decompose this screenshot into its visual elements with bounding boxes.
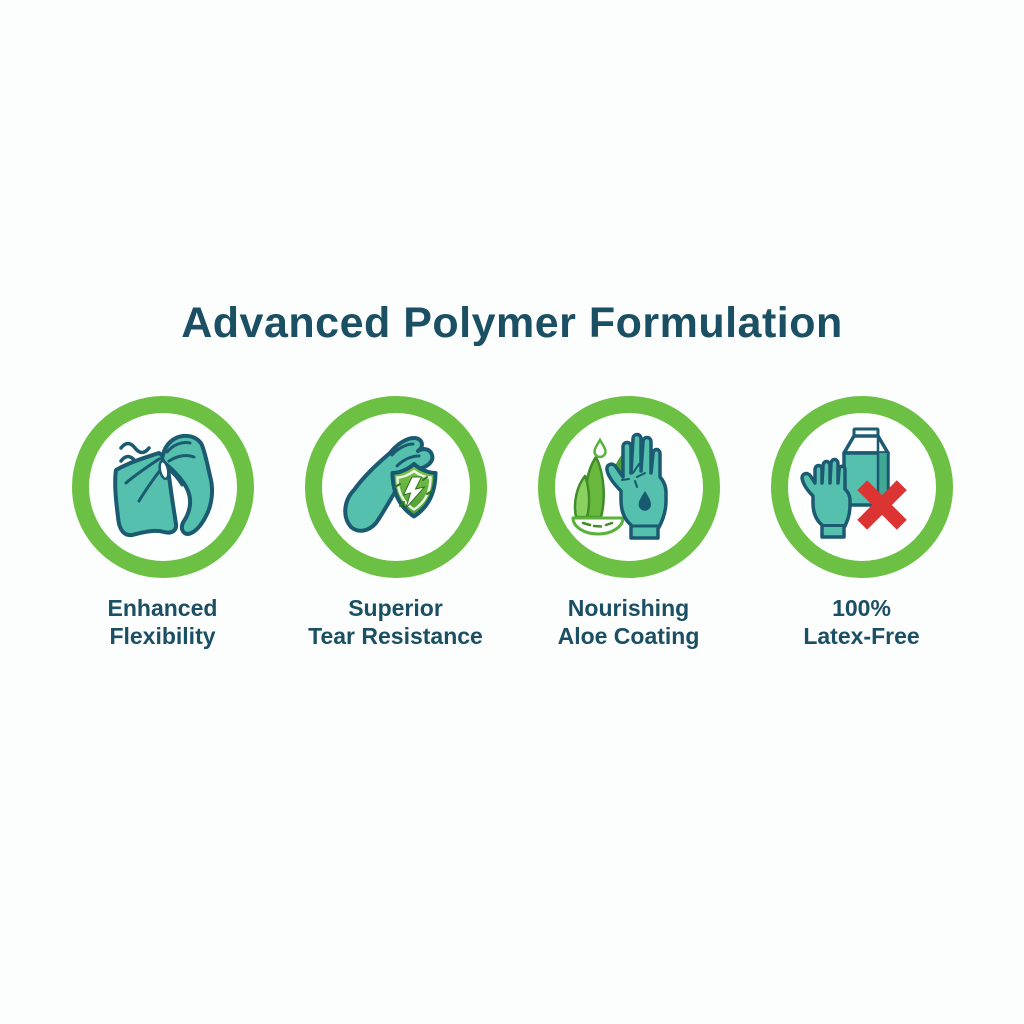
feature-label-line1: 100% (832, 595, 891, 621)
feature-ring (537, 396, 720, 578)
feature-label-line1: Superior (348, 595, 443, 621)
feature-label: Superior Tear Resistance (308, 594, 483, 650)
feature-label-line2: Tear Resistance (308, 623, 483, 649)
feature-label-line2: Latex-Free (803, 623, 920, 649)
tear-shield-icon (330, 421, 462, 553)
latex-free-icon (796, 421, 928, 553)
aloe-coating-icon (563, 421, 695, 553)
feature-label: 100% Latex-Free (803, 594, 919, 650)
feature-label-line1: Enhanced (107, 595, 218, 621)
stretch-glove-icon (97, 421, 229, 553)
feature-row: Enhanced Flexibility (0, 396, 1024, 650)
feature-label: Enhanced Flexibility (108, 594, 218, 650)
feature-tear-resistance: Superior Tear Resistance (279, 396, 512, 650)
feature-aloe-coating: Nourishing Aloe Coating (512, 396, 745, 650)
feature-enhanced-flexibility: Enhanced Flexibility (46, 396, 279, 650)
feature-label-line2: Flexibility (109, 623, 216, 649)
red-cross (856, 480, 907, 530)
feature-label-line1: Nourishing (567, 595, 690, 621)
feature-ring (304, 396, 487, 578)
feature-label: Nourishing Aloe Coating (558, 594, 700, 650)
feature-ring (770, 396, 953, 578)
feature-latex-free: 100% Latex-Free (745, 396, 978, 650)
feature-ring (71, 396, 254, 578)
feature-label-line2: Aloe Coating (557, 623, 700, 649)
page-title: Advanced Polymer Formulation (181, 298, 843, 347)
